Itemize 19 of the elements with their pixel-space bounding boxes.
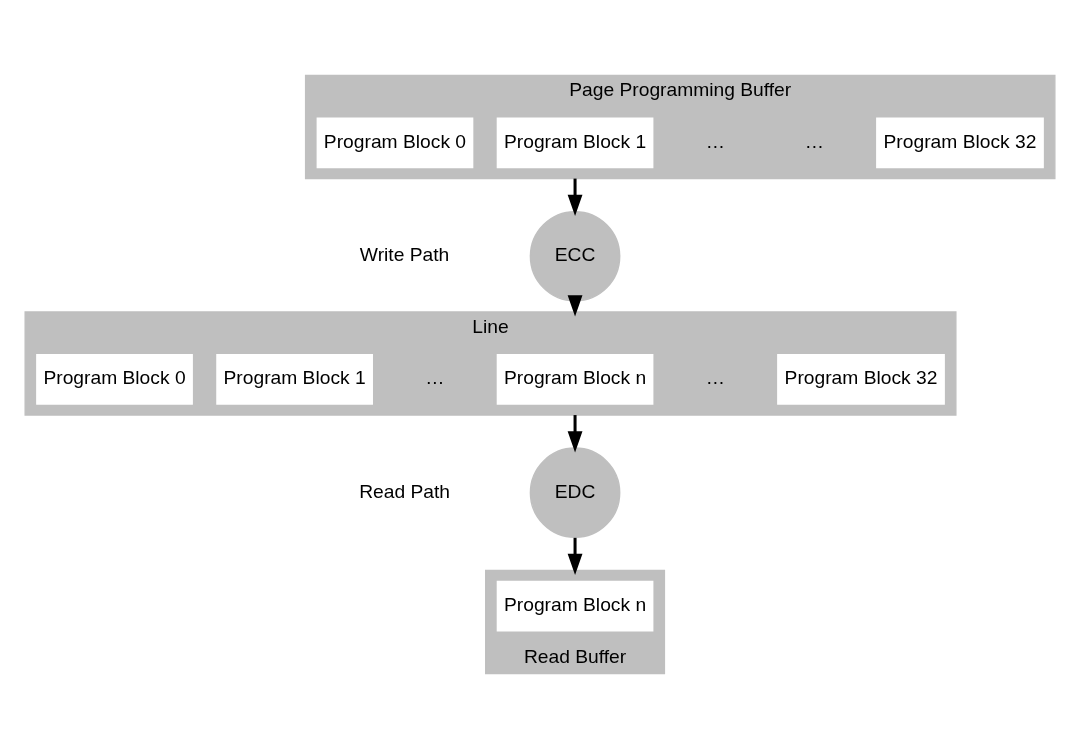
label: Read Path <box>359 480 451 502</box>
arrow <box>567 537 583 575</box>
label: … <box>705 130 725 152</box>
node-box: Program Block 0 <box>316 116 474 168</box>
arrow <box>567 414 583 452</box>
label: … <box>705 366 725 388</box>
label: Write Path <box>359 243 450 265</box>
label: … <box>804 130 824 152</box>
node-box: Program Block 32 <box>876 116 1044 168</box>
node-box: Program Block 32 <box>777 353 945 405</box>
node-box: Program Block n <box>496 353 654 405</box>
node-box: Program Block n <box>496 580 654 632</box>
node-circle: EDC <box>529 446 621 538</box>
arrow <box>567 294 583 316</box>
node-box: Program Block 1 <box>496 116 654 168</box>
arrow <box>567 178 583 216</box>
node-box: Program Block 0 <box>36 353 193 405</box>
label: … <box>425 366 445 388</box>
node-box: Program Block 1 <box>216 353 373 405</box>
